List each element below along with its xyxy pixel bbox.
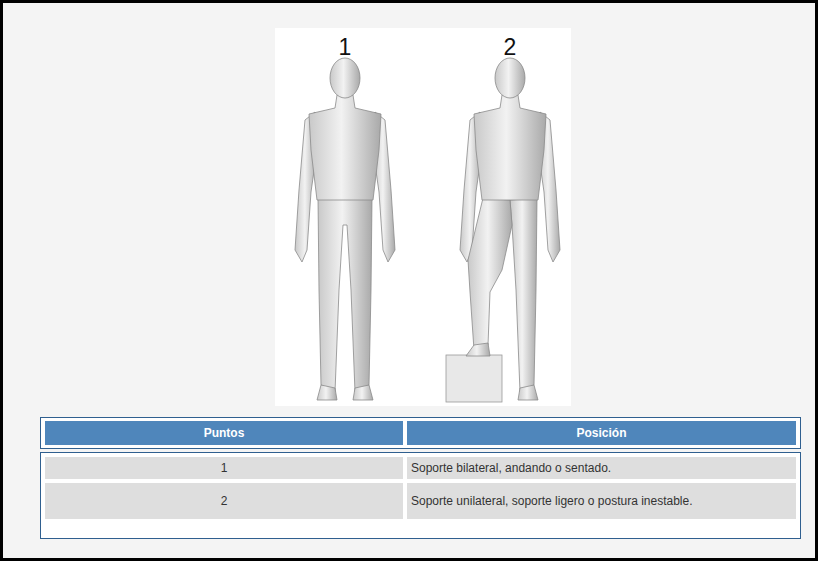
table-cell: Soporte unilateral, soporte ligero o pos… (407, 483, 796, 519)
table-header: Puntos (45, 421, 403, 445)
figure-number: 1 (330, 40, 360, 54)
table-cell: Soporte bilateral, andando o sentado. (407, 457, 796, 479)
table-cell: 2 (45, 483, 403, 519)
table-header: Posición (407, 421, 796, 445)
figure-number: 2 (495, 40, 525, 54)
table-cell: 1 (45, 457, 403, 479)
